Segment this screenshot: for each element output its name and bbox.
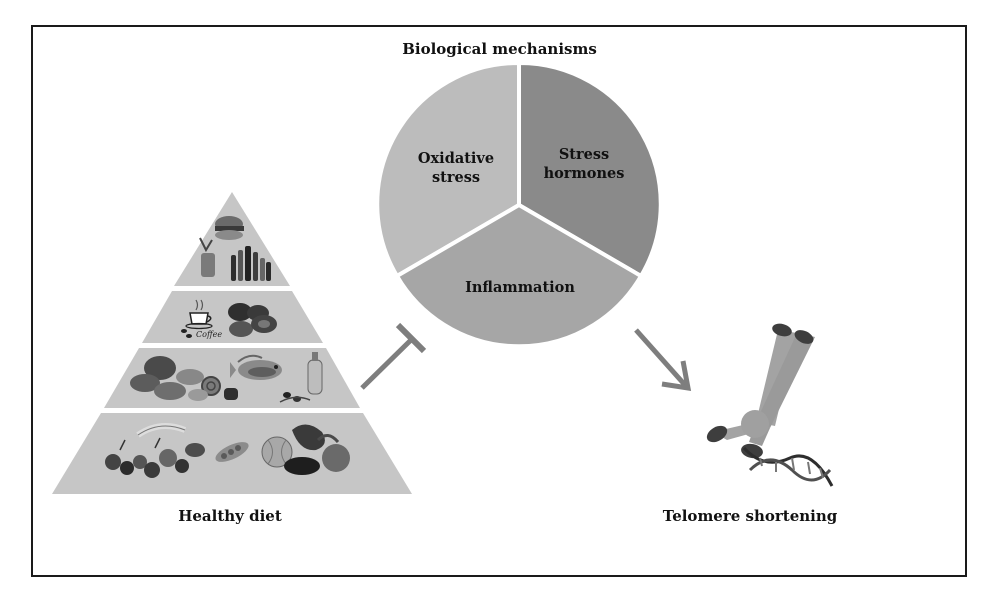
mechanisms-title: Biological mechanisms (402, 40, 597, 58)
coffee-text: Coffee (196, 330, 222, 339)
mechanisms-pie: Oxidative stress Stress hormones Inflamm… (375, 60, 663, 349)
slice-label-inflammation: Inflammation (465, 279, 575, 296)
fast-food-icons (199, 216, 271, 281)
slice-label-hormones-line2: hormones (544, 165, 625, 182)
food-pyramid: Coffee (52, 192, 412, 494)
pie-slice-stress-hormones (517, 60, 663, 279)
pie-slice-oxidative-stress (375, 60, 521, 279)
slice-label-hormones-line1: Stress (559, 146, 609, 163)
coffee-meat-icons: Coffee (181, 299, 277, 339)
telomere-shortening-label: Telomere shortening (662, 507, 838, 525)
cause-arrow (634, 328, 692, 392)
inhibition-arrow (360, 322, 427, 390)
fruit-vegetable-icons (105, 423, 350, 478)
bread-fish-oil-icons (130, 352, 323, 403)
chromosome-illustration (706, 323, 834, 487)
pie-slice-inflammation (394, 202, 644, 349)
healthy-diet-label: Healthy diet (178, 507, 282, 525)
slice-label-oxidative-line1: Oxidative (418, 150, 494, 167)
slice-label-oxidative-line2: stress (432, 169, 480, 186)
